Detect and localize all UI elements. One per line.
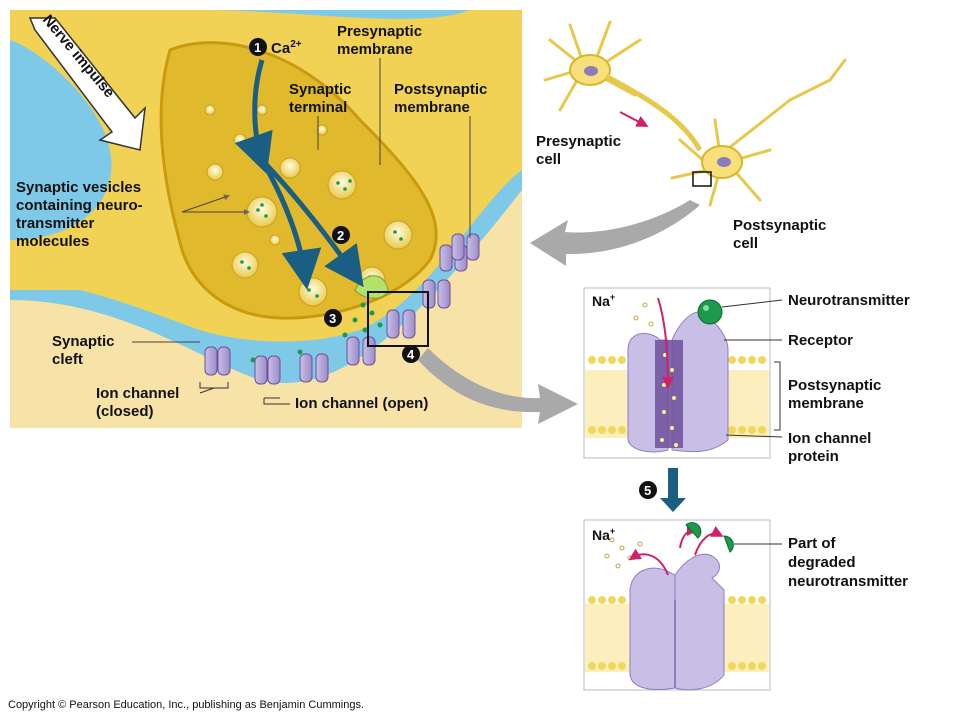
postsynaptic-cell [10,190,522,428]
membrane-bracket [774,361,781,431]
zoom-box [367,291,429,347]
channel-pore [655,340,683,448]
step-3-marker: 3 [324,309,342,327]
ion-channel-closed-2 [254,355,281,385]
svg-text:5: 5 [644,483,651,498]
fragment-arrow-1 [694,526,724,556]
zoom-arrow-to-main [530,200,700,266]
step-4-marker: 4 [402,345,420,363]
degraded-neurotransmitter-label: Part of degraded neurotransmitter [788,535,908,590]
detail-top-lipid-heads [588,356,766,434]
closed-channel-right [674,553,725,691]
signal-direction-arrow [619,111,649,127]
postsynaptic-neuron-dendrites [670,58,847,207]
neurotransmitter-label: Neurotransmitter [788,292,910,309]
ion-channel-6 [451,233,480,261]
ion-channel-protein-label: Ion channel protein [788,430,876,465]
postsynaptic-cell-label: Postsynaptic cell [733,217,831,252]
vesicle-path-arrow-2 [260,158,364,288]
step-5-marker: 5 [639,468,686,512]
detail-postsynaptic-membrane-label: Postsynaptic membrane [788,377,886,412]
neurotransmitter-molecule [697,299,723,325]
receptor-label: Receptor [788,332,853,349]
detail-top-na-label: Na+ [592,292,615,309]
postsynaptic-membrane-label: Postsynaptic membrane [394,81,492,116]
synaptic-vesicles-label: Synaptic vesicles containing neuro- tran… [16,179,147,250]
zoom-arrow-to-detail [418,348,578,424]
neuron-zoom-box [692,171,712,187]
main-synapse-panel: Nerve impulse [10,10,522,428]
presynaptic-membrane-label: Presynaptic membrane [337,23,426,58]
released-neurotransmitter [250,302,383,363]
degraded-fragment-1 [685,522,702,539]
ca-label: Ca2+ [271,39,302,57]
ion-channel-protein-leader [725,434,783,438]
closed-channel-left [629,567,676,690]
ion-channel-open-1 [299,353,329,383]
vesicle-path-arrow-1 [259,158,322,290]
na-influx-arrow [657,297,674,389]
degraded-fragment-2 [723,535,734,553]
ion-channels [204,233,480,385]
detail-bottom-lipid-heads [588,596,766,670]
copyright-notice: Copyright © Pearson Education, Inc., pub… [8,699,364,711]
step-1-marker: 1 [249,38,267,56]
calcium-arrow [234,59,273,175]
neurotransmitter-leader [721,299,783,308]
svg-text:3: 3 [329,311,336,326]
ion-channel-closed-label: Ion channel (closed) [96,385,184,420]
neuron-overview: Presynaptic cell Postsynaptic cell [530,20,847,266]
ion-channel-closed-1 [204,346,231,376]
synaptic-terminal-label: Synaptic terminal [289,81,356,116]
svg-text:4: 4 [407,347,415,362]
presynaptic-nucleus [584,66,598,76]
ion-channel-open-3 [386,309,416,339]
channel-right-subunit [671,311,729,453]
nerve-impulse-arrow [28,17,147,151]
svg-text:2: 2 [337,228,344,243]
svg-text:1: 1 [254,40,261,55]
ion-channel-open-label: Ion channel (open) [295,395,428,412]
detail-open-channel: Na+ [583,287,783,459]
postsynaptic-nucleus [717,157,731,167]
detail-closed-channel: Na+ [583,519,782,691]
presynaptic-cell-label: Presynaptic cell [536,133,625,168]
detail-bottom-na-label: Na+ [592,526,615,543]
synaptic-cleft-label: Synaptic cleft [52,333,119,368]
axon [604,73,703,152]
step-2-marker: 2 [332,226,350,244]
na-outflow-arrow [628,548,669,576]
